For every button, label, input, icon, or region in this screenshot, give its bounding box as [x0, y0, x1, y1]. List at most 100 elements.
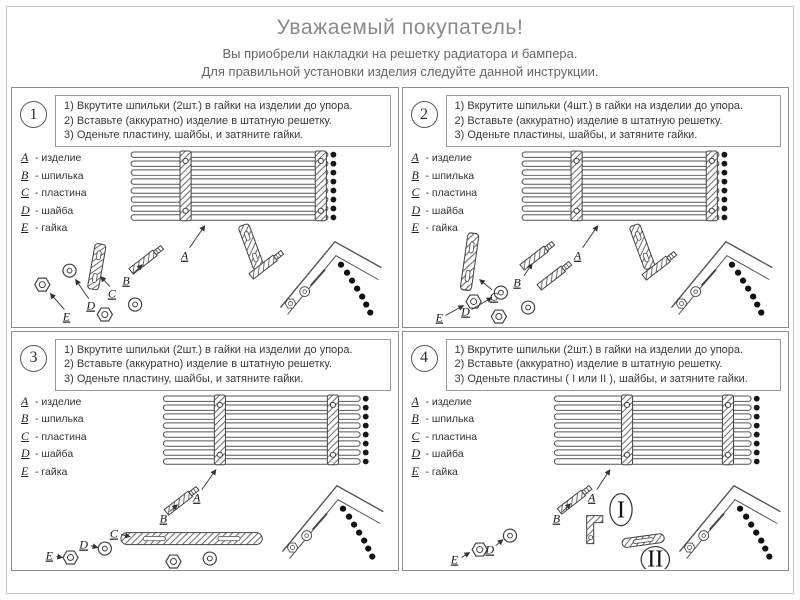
- instruction-step: 1) Вкрутите шпильки (2шт.) в гайки на из…: [454, 343, 744, 356]
- legend-letter: C: [21, 185, 30, 199]
- product-bracket-graphic: [705, 150, 718, 222]
- legend-part-name: - пластина: [35, 430, 87, 443]
- part-label-d: D: [75, 279, 95, 313]
- legend-row: E- гайка: [412, 220, 478, 235]
- instruction-panels-grid: 1 1) Вкрутите шпильки (2шт.) в гайки на …: [11, 87, 789, 571]
- legend-row: E- гайка: [21, 220, 87, 235]
- legend-letter: D: [411, 446, 421, 460]
- parts-legend: A- изделие B- шпилька C- пластина D- шай…: [21, 150, 87, 238]
- plate-graphic: [86, 242, 107, 291]
- legend-part-name: - изделие: [425, 395, 472, 408]
- label-D: D: [460, 305, 470, 319]
- part-label-a: A: [587, 468, 610, 504]
- legend-row: D - шайба: [21, 203, 87, 218]
- roman-numeral-1: I: [616, 497, 624, 523]
- product-bracket-graphic: [326, 393, 339, 465]
- instruction-step: 3) Оденьте пластину, шайбы, и затяните г…: [64, 129, 304, 142]
- instruction-step: 3) Оденьте пластины ( I или II ), шайбы,…: [454, 372, 748, 385]
- panel-number-badge: 3: [20, 344, 47, 372]
- assembly-diagram-panel-3: A B C D E: [45, 393, 398, 569]
- legend-part-name: - шайба: [35, 448, 74, 460]
- panel-3: 3 1) Вкрутите шпильки (2шт.) в гайки на …: [11, 330, 399, 571]
- roman-numeral-2: II: [647, 546, 663, 569]
- label-C: C: [108, 287, 117, 301]
- label-B: B: [552, 511, 560, 525]
- legend-row: C - пластина: [21, 429, 87, 444]
- assembly-diagram-panel-2: A B C D E: [434, 150, 789, 324]
- legend-row: B - шпилька: [21, 168, 87, 183]
- legend-part-name: - шайба: [35, 204, 74, 217]
- page-subtitle-1: Вы приобрели накладки на решетку радиато…: [222, 46, 578, 61]
- label-D: D: [484, 542, 494, 556]
- nut-graphic: [96, 307, 114, 322]
- legend-part-name: - гайка: [425, 465, 458, 478]
- page-header: Уважаемый покупатель! Вы приобрели накла…: [0, 16, 800, 80]
- legend-letter: B: [411, 167, 419, 182]
- nut-graphic: [490, 309, 507, 324]
- product-bracket-graphic: [721, 393, 734, 465]
- stud-graphic: [128, 244, 165, 275]
- bumper-corner-graphic: [280, 242, 381, 316]
- legend-row: D - шайба: [412, 203, 478, 218]
- legend-part-name: - изделие: [35, 152, 82, 164]
- part-label-d: D: [460, 297, 492, 319]
- label-B: B: [513, 276, 521, 290]
- part-label-c: C: [478, 279, 498, 304]
- legend-letter: C: [21, 428, 30, 443]
- bumper-corner-graphic: [282, 485, 383, 559]
- parts-legend: A- изделие B- шпилька C- пластина D - шай…: [412, 394, 478, 482]
- stud-graphic: [518, 240, 556, 271]
- legend-letter: E: [411, 463, 419, 478]
- label-B: B: [160, 511, 168, 525]
- legend-part-name: - шпилька: [35, 169, 84, 182]
- panel-3-top: 3 1) Вкрутите шпильки (2шт.) в гайки на …: [20, 338, 391, 391]
- part-label-a: A: [192, 468, 217, 504]
- panel-number: 1: [29, 105, 38, 123]
- grille-graphic: [521, 151, 728, 221]
- variant-1-badge: I: [608, 492, 633, 526]
- label-E: E: [449, 552, 458, 566]
- legend-letter: E: [411, 220, 419, 234]
- legend-part-name: - шпилька: [35, 413, 84, 425]
- instruction-step: 3) Оденьте пластину, шайбы, и затяните г…: [64, 372, 304, 385]
- legend-row: B- шпилька: [21, 411, 87, 426]
- part-label-e: E: [49, 293, 71, 323]
- washer-graphic: [97, 540, 113, 556]
- panel-number-badge: 2: [410, 101, 438, 128]
- legend-row: E - гайка: [412, 464, 478, 479]
- legend-row: E- гайка: [21, 464, 87, 479]
- washer-graphic: [127, 297, 143, 312]
- legend-letter: B: [21, 167, 29, 182]
- label-D: D: [85, 299, 95, 313]
- variant-2-badge: II: [640, 545, 670, 569]
- part-label-b: B: [122, 264, 143, 288]
- panel-number: 3: [29, 349, 38, 366]
- part-label-d: D: [484, 538, 503, 556]
- legend-row: B- шпилька: [412, 168, 478, 183]
- panel-number: 2: [420, 105, 428, 123]
- legend-row: C- пластина: [412, 429, 478, 444]
- steps-box: 1) Вкрутите шпильки (2шт.) в гайки на из…: [55, 95, 391, 148]
- flat-plate-variant-2-graphic: [621, 532, 665, 548]
- product-bracket-graphic: [570, 150, 583, 222]
- instruction-step: 3) Оденьте пластины, шайбы, и затяните г…: [454, 129, 698, 142]
- panel-number-badge: 4: [410, 344, 438, 372]
- legend-row: A- изделие: [412, 394, 478, 409]
- panel-4-top: 4 1) Вкрутите шпильки (2шт.) в гайки на …: [410, 338, 781, 391]
- legend-part-name: - шайба: [425, 204, 464, 217]
- legend-part-name: - пластина: [425, 187, 478, 199]
- steps-box: 1) Вкрутите шпильки (4шт.) в гайки на из…: [445, 95, 781, 148]
- legend-letter: D: [411, 202, 421, 217]
- instruction-step: 2) Вставьте (аккуратно) изделие в штатну…: [64, 114, 332, 127]
- legend-letter: C: [411, 185, 420, 199]
- legend-letter: D: [21, 202, 30, 217]
- panel-number-badge: 1: [20, 101, 47, 128]
- plate-graphic: [120, 531, 263, 545]
- panel-2-top: 2 1) Вкрутите шпильки (4шт.) в гайки на …: [410, 95, 781, 148]
- legend-part-name: - шпилька: [425, 413, 475, 425]
- legend-row: B- шпилька: [412, 411, 478, 426]
- legend-letter: A: [411, 150, 419, 164]
- label-C: C: [489, 290, 498, 304]
- legend-part-name: - шайба: [425, 448, 464, 460]
- legend-letter: E: [21, 463, 29, 478]
